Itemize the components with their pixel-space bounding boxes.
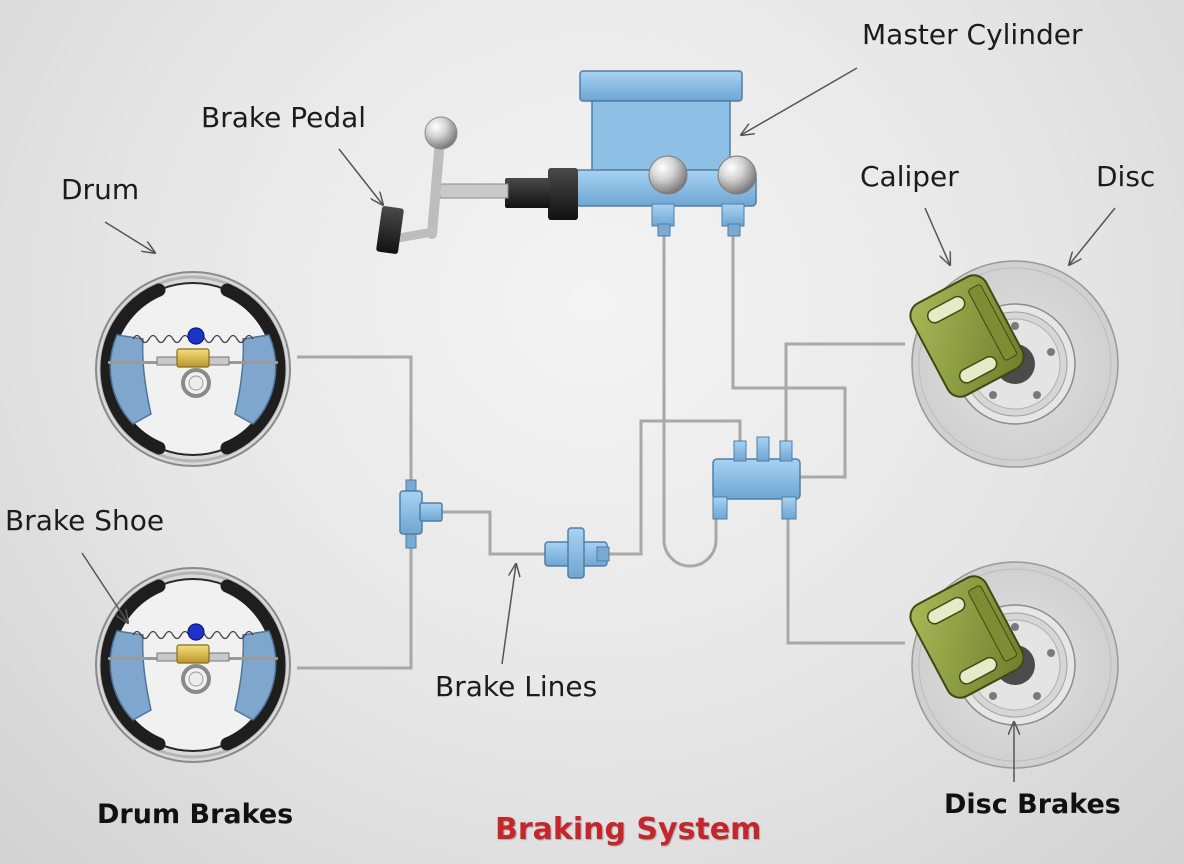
arrow-drum — [104, 221, 155, 253]
arrow-master-cylinder — [741, 67, 858, 135]
caption-drum-brakes: Drum Brakes — [97, 799, 294, 830]
arrow-caliper — [924, 207, 950, 265]
combination-valve — [712, 436, 801, 520]
label-caliper: Caliper — [860, 160, 959, 193]
brake-line-upper-drum — [297, 355, 413, 488]
drum-brake-upper — [96, 272, 290, 466]
disc-brake-upper — [904, 260, 1119, 468]
master-cylinder — [505, 70, 757, 237]
brake-line-tee-to-valve — [440, 510, 548, 556]
brake-line-lower-drum — [297, 540, 413, 670]
label-brake-shoe: Brake Shoe — [5, 504, 165, 537]
label-brake-lines: Brake Lines — [435, 670, 598, 703]
label-master-cylinder: Master Cylinder — [862, 18, 1083, 51]
caption-disc-brakes: Disc Brakes — [944, 789, 1121, 820]
arrow-disc — [1069, 207, 1116, 265]
diagram-title: Braking System — [495, 812, 762, 847]
arrow-brake-shoe — [81, 552, 128, 623]
arrow-brake-pedal — [338, 148, 383, 205]
brake-lines — [297, 234, 905, 670]
label-brake-pedal: Brake Pedal — [201, 101, 367, 134]
brake-line-master-loop — [662, 234, 718, 568]
drum-brake-lower — [96, 568, 290, 762]
brake-line-upper-disc — [784, 342, 905, 445]
label-drum: Drum — [61, 173, 140, 206]
arrow-brake-lines — [501, 564, 516, 665]
brake-line-valve-to-combo — [606, 419, 742, 556]
brake-line-tee-fitting — [399, 479, 443, 549]
callout-arrows — [81, 67, 1116, 782]
brake-pedal — [376, 116, 509, 254]
label-disc: Disc — [1096, 160, 1156, 193]
proportioning-valve — [544, 527, 610, 579]
disc-brake-lower — [904, 561, 1119, 769]
brake-line-master-to-combo — [731, 234, 847, 479]
brake-line-lower-disc — [786, 510, 905, 645]
